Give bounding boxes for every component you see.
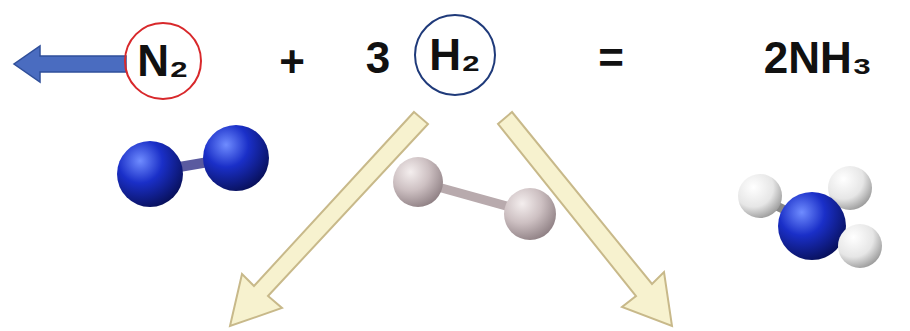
equation-term: 2NH₃: [764, 36, 872, 80]
formula-text: H₂: [429, 33, 480, 77]
equation-term: +: [279, 40, 305, 84]
n2-molecule: [117, 125, 269, 207]
formula-text: N₂: [137, 39, 188, 83]
equation-term: 3: [366, 36, 390, 80]
down-right-arrow: [498, 112, 672, 326]
left-arrow: [14, 46, 126, 82]
circled-formula: N₂: [124, 22, 202, 100]
h2-molecule: [393, 157, 556, 240]
equation-term: =: [598, 36, 624, 80]
nh3-molecule: [738, 166, 882, 268]
circled-formula: H₂: [414, 14, 496, 96]
